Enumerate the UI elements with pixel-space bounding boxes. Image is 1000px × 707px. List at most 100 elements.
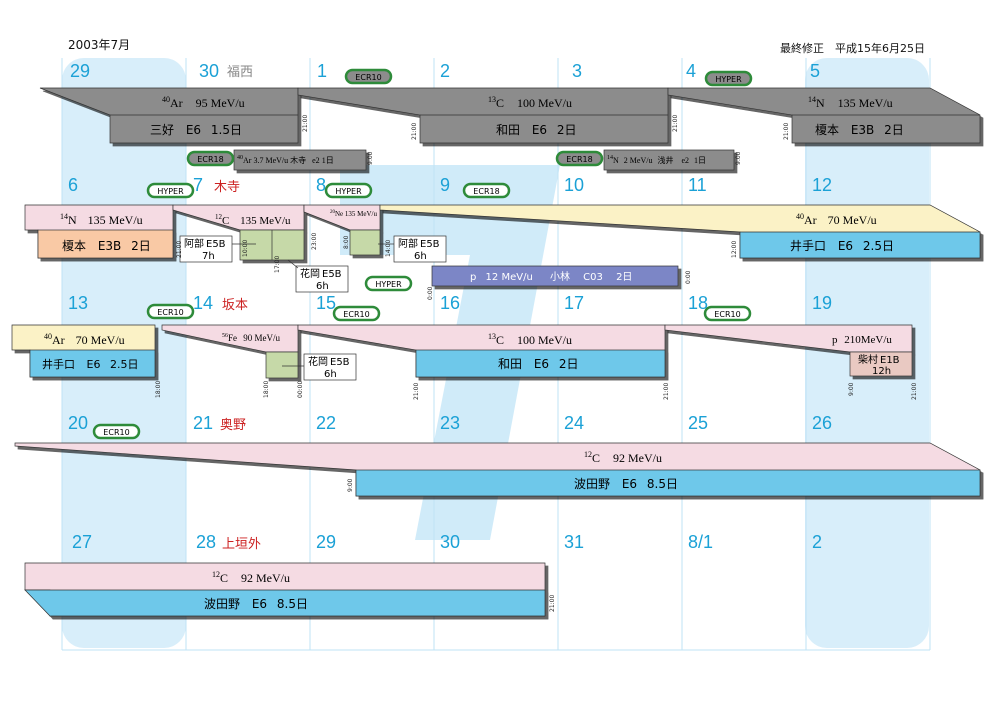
operator-name: 福西: [227, 65, 253, 80]
time-mark: 21:00: [411, 123, 418, 140]
experimenter: 花岡: [308, 355, 328, 368]
beam-label: 40Ar 70 MeV/u: [44, 332, 125, 347]
duration: 2日: [559, 357, 579, 371]
hyper-badge: HYPER: [324, 182, 373, 199]
beam-species: N: [816, 96, 825, 110]
day-number: 8: [316, 175, 326, 195]
day-number: 27: [72, 532, 92, 552]
duration: 2日: [884, 123, 904, 137]
badge-label: ECR10: [355, 73, 381, 82]
day-number: 31: [564, 532, 584, 552]
operator-name: 木寺: [214, 180, 240, 195]
beam-block: [664, 324, 913, 377]
beam-mass: 14: [808, 95, 816, 104]
beam-label: 56Fe 90 MeV/u: [222, 333, 280, 343]
day-number: 5: [810, 61, 820, 81]
beam-block: [303, 204, 381, 256]
badge-label: ECR18: [473, 187, 499, 196]
day-number: 20: [68, 413, 88, 433]
ecr18-badge: ECR18: [186, 150, 235, 167]
beam-energy: 135 MeV/u: [345, 210, 378, 218]
time-mark: 8:00: [343, 235, 350, 249]
badge-label: ECR10: [103, 428, 129, 437]
beam-mass: 20: [330, 210, 336, 215]
beam-energy: 100 MeV/u: [517, 333, 572, 347]
beam-block: [14, 442, 981, 497]
beam-block: [379, 204, 981, 259]
duration: 1日: [322, 156, 334, 165]
course: E6: [252, 597, 267, 611]
experiment-label: 榎本 E3B 2日: [815, 122, 904, 137]
experimenter: 和田: [498, 357, 522, 371]
beam-block: [667, 87, 981, 144]
experimenter: 木寺: [290, 155, 306, 165]
day-number: 25: [688, 413, 708, 433]
experimenter: 三好: [150, 123, 174, 137]
day-number: 10: [564, 175, 584, 195]
time-mark: 21:00: [783, 123, 790, 140]
experiment-label: 井手口 E6 2.5日: [42, 357, 138, 371]
badge-label: ECR10: [343, 310, 369, 319]
duration: 2日: [131, 239, 151, 253]
beam-energy: 90 MeV/u: [243, 333, 280, 343]
beam-energy: 3.7 MeV/u: [253, 156, 288, 165]
time-mark: 0:00: [685, 270, 692, 284]
beam-mass: 40: [44, 332, 52, 341]
beam-species: Ne: [335, 210, 343, 218]
duration: 1日: [694, 156, 706, 165]
beam-species: p: [470, 272, 476, 283]
time-mark: 0:00: [427, 286, 434, 300]
time-mark: 21:00: [549, 595, 556, 612]
badge-label: HYPER: [157, 187, 184, 196]
beam-species: C: [496, 333, 504, 347]
day-number: 8/1: [688, 532, 713, 552]
day-number: 2: [440, 61, 450, 81]
beam-energy: 2 MeV/u: [624, 156, 653, 165]
day-number: 12: [812, 175, 832, 195]
beam-energy: 92 MeV/u: [241, 571, 290, 585]
week-3-schedule: 40Ar 70 MeV/u 井手口 E6 2.5日 56Fe 90 MeV/u …: [11, 303, 918, 400]
experimenter: 柴村: [858, 353, 878, 366]
beam-species: C: [592, 451, 600, 465]
operator-name: 坂本: [222, 298, 248, 313]
day-number: 1: [317, 61, 327, 81]
experimenter: 阿部: [398, 237, 418, 250]
experiment-label: 波田野 E6 8.5日: [574, 477, 678, 491]
beam-species: Fe: [228, 333, 237, 343]
beam-label: 12C 135 MeV/u: [215, 213, 291, 227]
course: E3B: [98, 239, 121, 253]
beam-energy: 95 MeV/u: [196, 96, 245, 110]
beam-species: Ar: [243, 156, 252, 165]
beam-energy: 70 MeV/u: [828, 213, 877, 227]
time-mark: 12:00: [731, 241, 738, 258]
course: E5B: [322, 269, 342, 280]
experimenter: 井手口: [42, 357, 75, 371]
course: E3B: [851, 123, 874, 137]
course: E5B: [420, 239, 440, 250]
beam-energy: 12 MeV/u: [486, 272, 533, 283]
course: e2: [312, 156, 320, 165]
experimenter: 波田野: [574, 477, 610, 491]
course: E6: [532, 123, 547, 137]
beam-species: Ar: [804, 213, 817, 227]
experimenter: 榎本: [62, 238, 86, 253]
beam-block: [172, 204, 305, 261]
callout-hours: 7h: [202, 251, 215, 262]
page-title: 2003年7月: [68, 38, 131, 52]
experimenter: 波田野: [204, 597, 240, 611]
beam-species: N: [68, 213, 77, 227]
time-mark: 21:00: [663, 383, 670, 400]
day-number: 28: [196, 532, 216, 552]
beam-energy: 92 MeV/u: [613, 451, 662, 465]
beam-energy: 70 MeV/u: [76, 333, 125, 347]
experimenter: 小林: [550, 270, 570, 283]
badge-label: ECR18: [566, 155, 592, 164]
callout-hours: 6h: [414, 251, 427, 262]
ecr10-badge: ECR10: [146, 303, 195, 320]
